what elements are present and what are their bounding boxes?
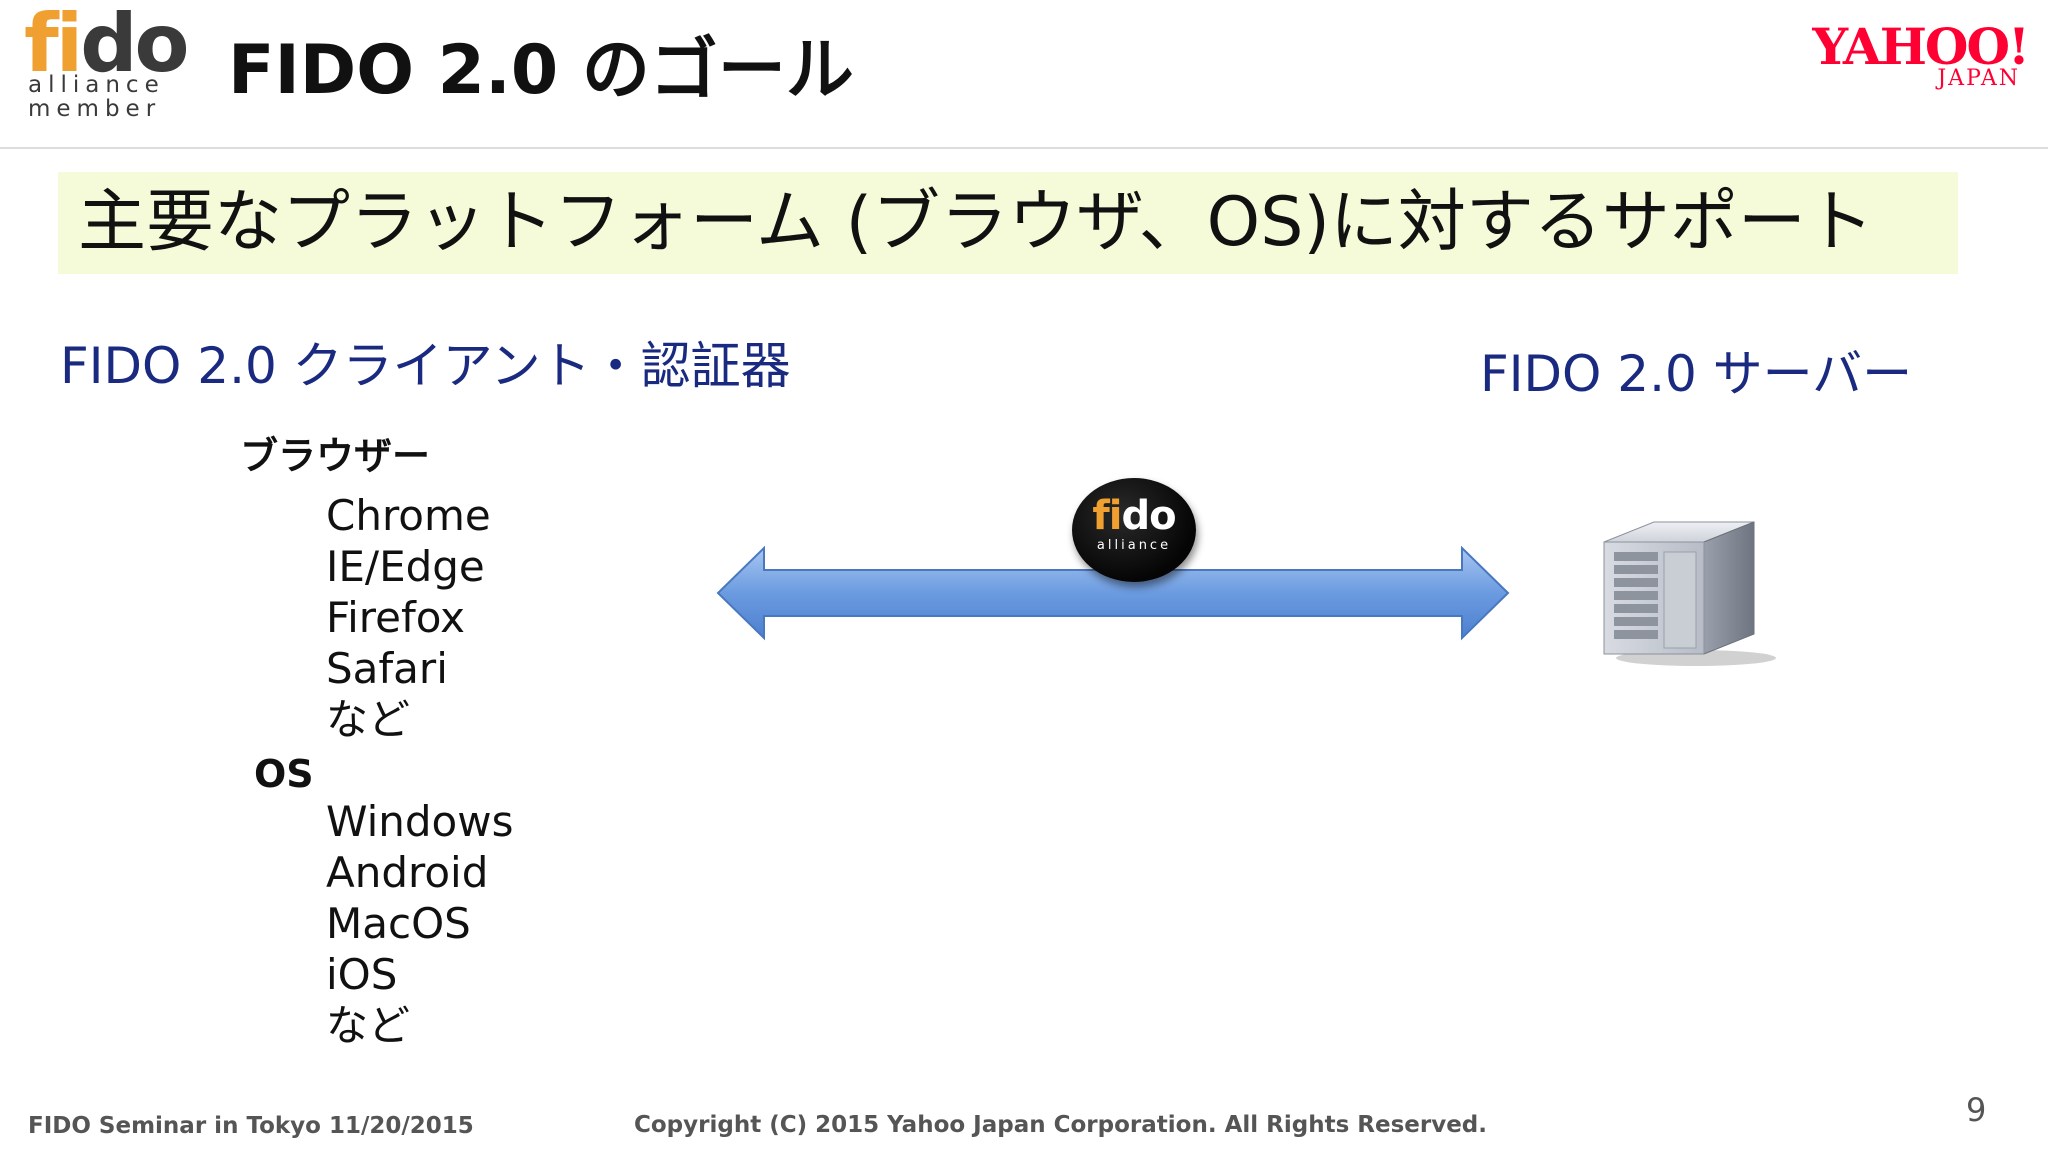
browser-list: Chrome IE/Edge Firefox Safari など <box>326 490 491 745</box>
browser-item: IE/Edge <box>326 542 485 591</box>
os-list: Windows Android MacOS iOS など <box>326 796 513 1051</box>
fido-wordmark-fi: fi <box>24 0 83 90</box>
os-item: iOS <box>326 950 398 999</box>
drive-bay <box>1614 565 1658 574</box>
badge-wordmark-do: do <box>1121 493 1177 539</box>
client-heading: FIDO 2.0 クライアント・認証器 <box>60 337 791 395</box>
page-number: 9 <box>1966 1091 1987 1129</box>
trademark-mark: ™ <box>162 32 172 43</box>
arrow-shape <box>716 545 1510 641</box>
drive-bay <box>1614 617 1658 626</box>
fido-alliance-member-logo: fido ™ alliance member <box>24 4 189 124</box>
front-panel <box>1663 551 1697 649</box>
server-icon <box>1603 521 1776 666</box>
browser-item: など <box>326 695 411 744</box>
browser-item: Chrome <box>326 491 491 540</box>
browser-item: Safari <box>326 644 448 693</box>
browser-group-label: ブラウザー <box>240 434 431 478</box>
os-item: Android <box>326 848 489 897</box>
fido-wordmark: fido <box>24 4 189 84</box>
yahoo-japan-logo: YAHOO! JAPAN <box>1788 17 2030 102</box>
drive-bay <box>1614 591 1658 600</box>
yahoo-wordmark: YAHOO! <box>1812 17 2030 76</box>
server-side <box>1703 521 1755 655</box>
logo-line-member: member <box>28 96 162 122</box>
os-item: など <box>326 1001 411 1050</box>
server-heading: FIDO 2.0 サーバー <box>1480 345 1913 403</box>
os-item: Windows <box>326 797 514 846</box>
page-title: FIDO 2.0 のゴール <box>228 31 854 110</box>
double-headed-arrow <box>716 545 1510 641</box>
os-item: MacOS <box>326 899 471 948</box>
subtitle-text: 主要なプラットフォーム (ブラウザ、OS)に対するサポート <box>78 183 1874 262</box>
footer-event: FIDO Seminar in Tokyo 11/20/2015 <box>28 1113 474 1139</box>
fido-alliance-badge: fido alliance <box>1072 478 1196 582</box>
logo-line-alliance: alliance <box>28 72 165 98</box>
badge-subtext: alliance <box>1096 538 1172 553</box>
drive-bay <box>1614 552 1658 561</box>
footer-copyright: Copyright (C) 2015 Yahoo Japan Corporati… <box>634 1112 1488 1138</box>
badge-wordmark: fido <box>1072 496 1196 536</box>
drive-bay <box>1614 604 1658 613</box>
subtitle-highlight: 主要なプラットフォーム (ブラウザ、OS)に対するサポート <box>58 172 1958 274</box>
drive-bay <box>1614 630 1658 639</box>
browser-item: Firefox <box>326 593 466 642</box>
drive-bay <box>1614 578 1658 587</box>
header-divider <box>0 147 2048 149</box>
os-group-label: OS <box>254 752 314 796</box>
badge-wordmark-fi: fi <box>1092 493 1122 539</box>
fido-wordmark-do: do <box>80 0 189 90</box>
yahoo-japan-sub: JAPAN <box>1937 66 2020 91</box>
